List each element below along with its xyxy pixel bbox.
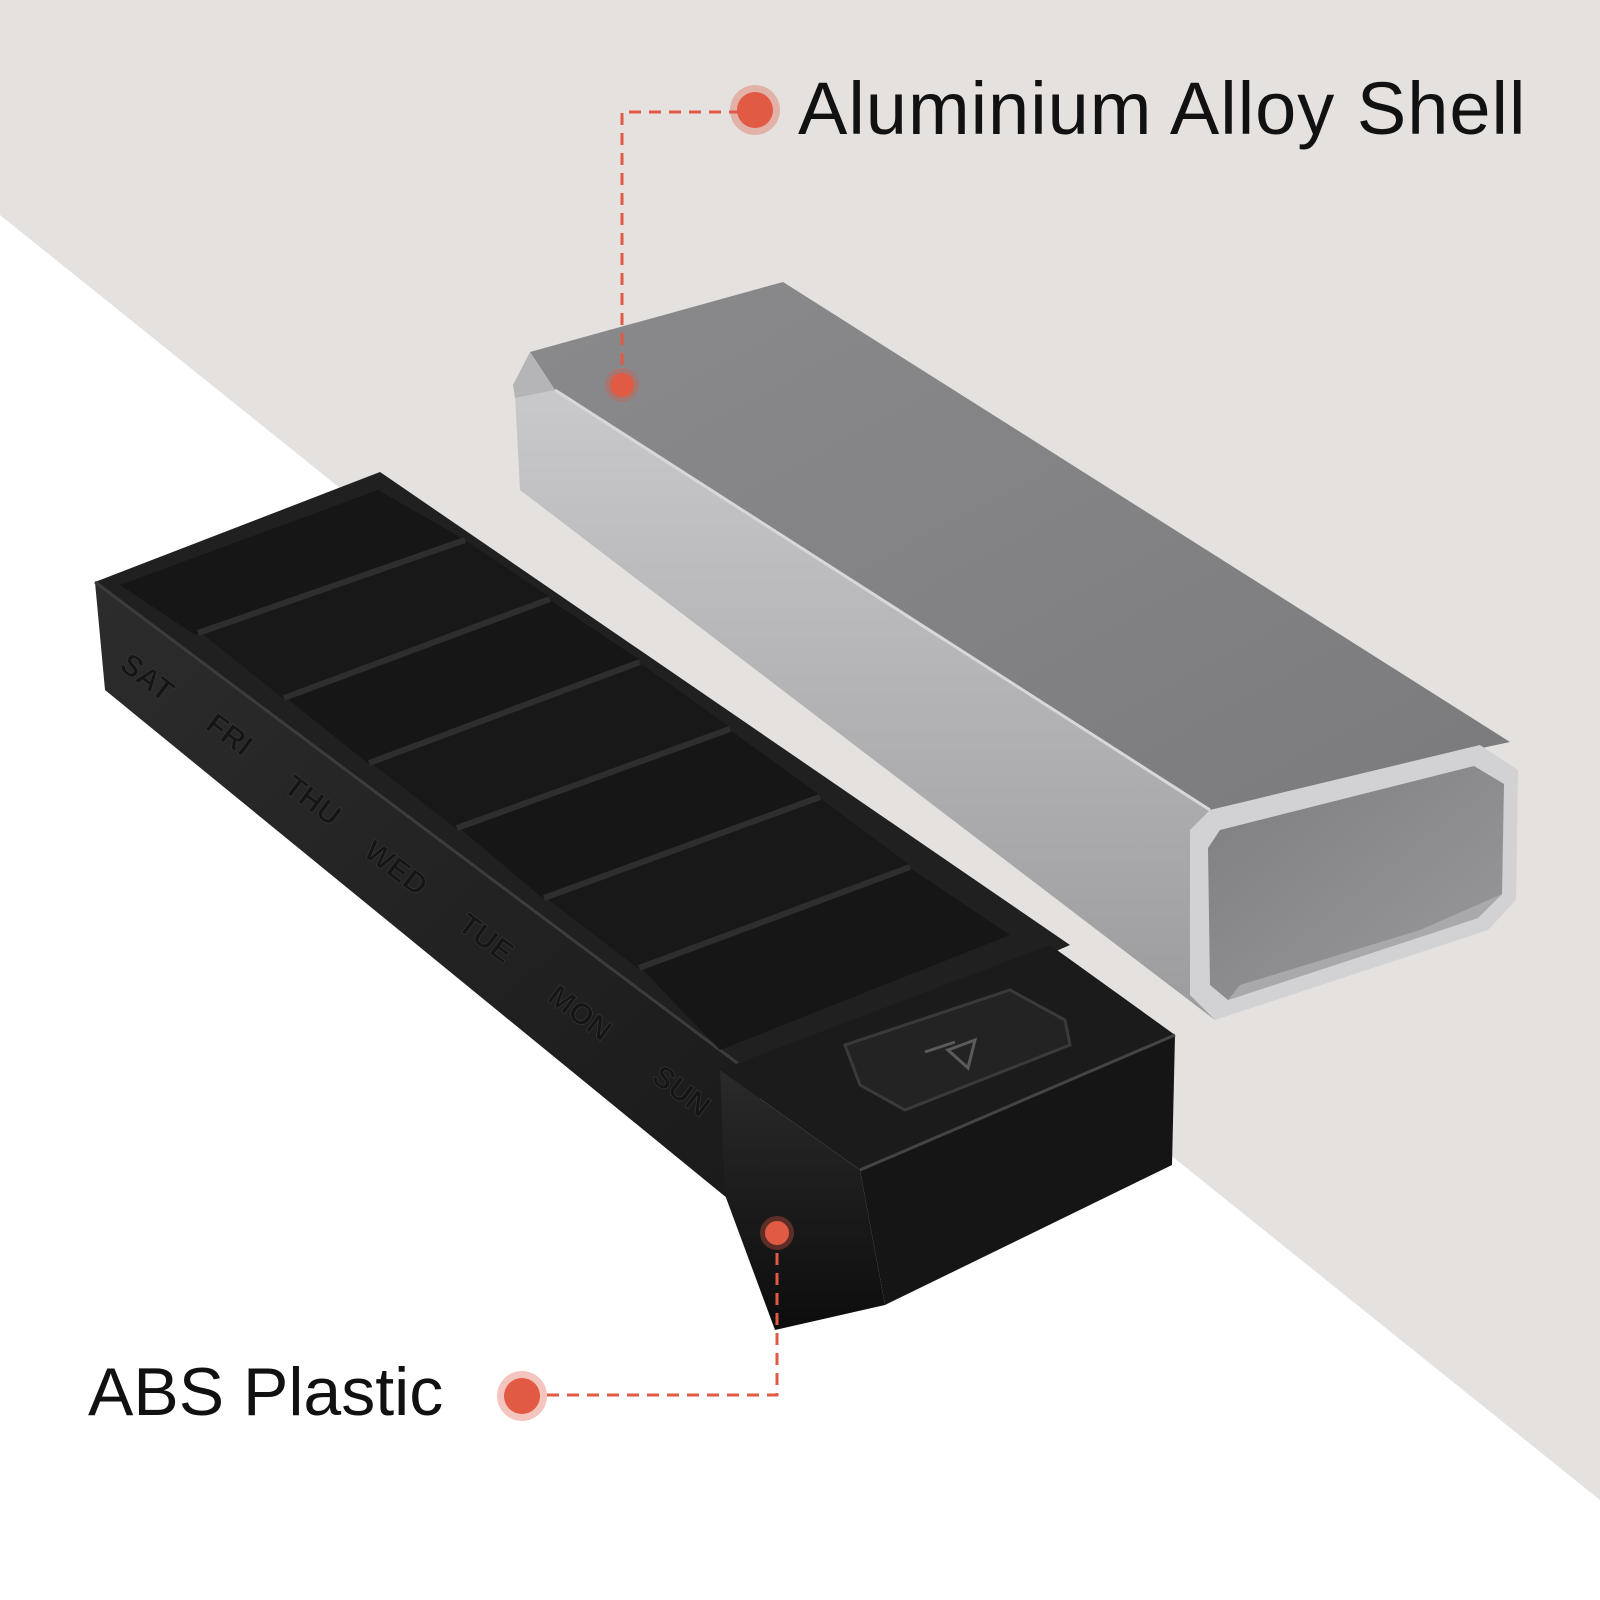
shell-side-face [515, 390, 1215, 1020]
pill-box: SAT FRI THU WED TUE MON SUN [94, 472, 1176, 1330]
callout-bottom [497, 1216, 794, 1421]
compartment-sun [640, 868, 1010, 1050]
callout-bottom-anchor-dot [765, 1221, 789, 1245]
arrow-icon [945, 1037, 978, 1071]
compartment-wed [370, 663, 730, 830]
pill-box-end-cap [720, 945, 1176, 1330]
aluminium-shell [513, 282, 1518, 1020]
callout-top [605, 85, 780, 402]
compartments [120, 490, 1010, 1050]
callout-top-label-dot [737, 92, 773, 128]
compartment-tue [458, 730, 820, 900]
lid-slide-button [843, 988, 1072, 1112]
aluminium-shell-label: Aluminium Alloy Shell [798, 67, 1527, 150]
compartment-mon [545, 798, 910, 970]
callout-top-anchor-dot [610, 373, 634, 397]
shell-top-face [530, 282, 1510, 810]
callout-top-line [620, 110, 755, 385]
abs-plastic-label: ABS Plastic [88, 1354, 444, 1430]
compartment-fri [200, 540, 550, 700]
background-shadow-panel [0, 0, 1600, 1500]
callout-bottom-label-dot [504, 1378, 540, 1414]
pill-box-side [95, 582, 760, 1225]
callout-bottom-line [525, 1233, 779, 1397]
shell-opening-inner [1208, 766, 1504, 1000]
compartment-thu [285, 600, 640, 765]
compartment-sat [120, 490, 465, 635]
